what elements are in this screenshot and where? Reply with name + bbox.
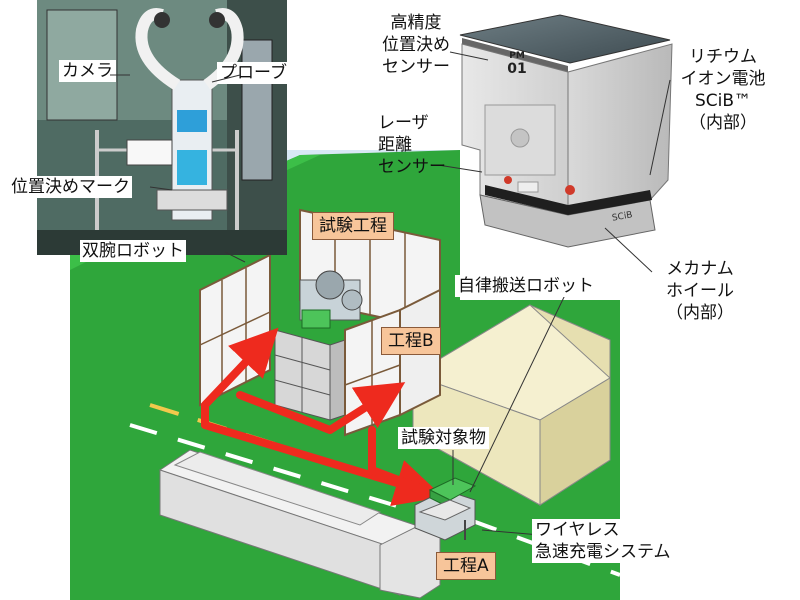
route-arrow-loop — [368, 426, 429, 494]
label-mecanum-line-2: ホイール — [666, 281, 734, 301]
label-laser-sensor-line-2: 距離 — [378, 135, 412, 155]
label-battery-line-3: SCiB™ — [694, 91, 752, 111]
label-mecanum-line-1: メカナム — [666, 259, 734, 279]
label-hp-sensor: 高精度 位置決め センサー — [366, 12, 466, 78]
route-arrow-to-a — [201, 421, 443, 507]
label-laser-sensor-line-1: レーザ — [378, 113, 429, 133]
label-positioning-mark: 位置決めマーク — [9, 176, 132, 198]
label-hp-sensor-line-3: センサー — [382, 57, 450, 77]
robot-plate-line-2: 01 — [507, 61, 527, 77]
label-battery-line-4: （内部） — [689, 113, 757, 133]
label-mecanum: メカナム ホイール （内部） — [650, 258, 750, 324]
label-battery-line-1: リチウム — [689, 47, 757, 67]
dual-arm-robot-photo: カメラ プローブ — [37, 0, 287, 255]
long-machine — [158, 449, 441, 599]
robot-plate-line-1: PM — [509, 51, 525, 61]
label-agv: 自律搬送ロボット — [455, 275, 597, 297]
label-laser-sensor-line-3: センサー — [378, 157, 446, 177]
label-dual-arm-robot: 双腕ロボット — [80, 240, 186, 262]
label-battery: リチウム イオン電池 SCiB™ （内部） — [668, 46, 778, 134]
agv-robot-illustration — [459, 14, 673, 248]
station-test-process: 試験工程 — [312, 212, 394, 240]
label-wireless-line-2: 急速充電システム — [535, 542, 671, 562]
floor-guide-white-2 — [469, 518, 621, 577]
label-hp-sensor-line-2: 位置決め — [382, 35, 450, 55]
label-camera: カメラ — [59, 60, 116, 82]
agv-on-floor — [414, 477, 477, 541]
label-probe: プローブ — [217, 62, 287, 84]
route-arrows — [201, 327, 443, 507]
label-wireless-line-1: ワイヤレス — [535, 520, 620, 540]
robot-id-plate: PM 01 — [500, 50, 534, 76]
station-process-b: 工程B — [381, 327, 441, 355]
station-process-a: 工程A — [436, 552, 496, 580]
route-arrow-to-test — [201, 327, 279, 429]
label-mecanum-line-3: （内部） — [666, 303, 734, 323]
label-hp-sensor-line-1: 高精度 — [390, 13, 442, 33]
label-battery-line-2: イオン電池 — [680, 69, 766, 89]
label-laser-sensor: レーザ 距離 センサー — [378, 112, 446, 178]
label-wireless-charging: ワイヤレス 急速充電システム — [532, 519, 674, 563]
route-arrow-to-b — [236, 382, 406, 434]
label-test-object: 試験対象物 — [398, 427, 489, 449]
